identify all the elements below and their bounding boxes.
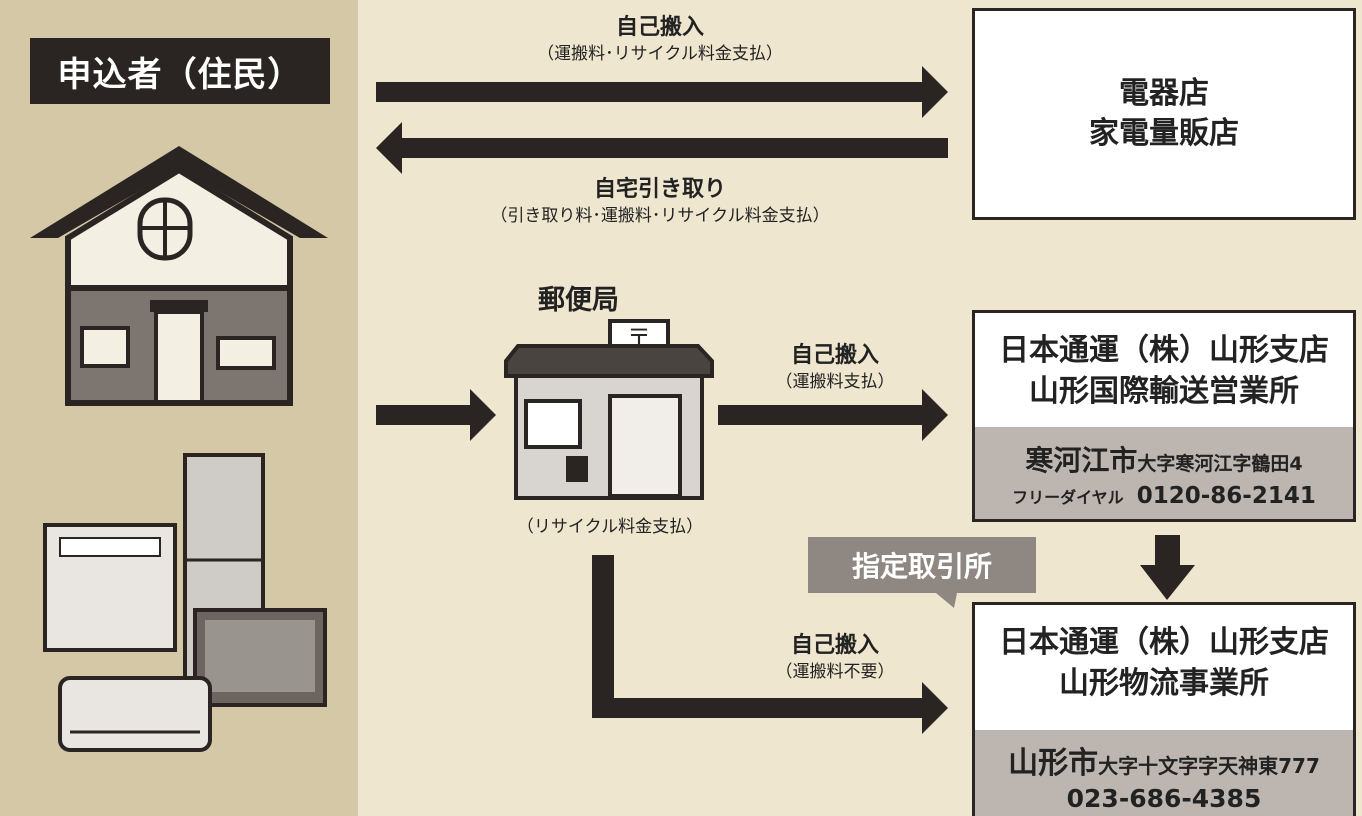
nittsu-kokusai-line2: 山形国際輸送営業所 xyxy=(1029,373,1299,409)
arrow-self-mid xyxy=(718,389,948,441)
nittsu-kokusai-phone-label: フリーダイヤル xyxy=(1012,488,1124,507)
arrow-self-top-label: 自己搬入 （運搬料･リサイクル料金支払） xyxy=(480,14,840,65)
nittsu-kokusai-city: 寒河江市 xyxy=(1025,444,1138,477)
store-line1: 電器店 xyxy=(1119,75,1209,111)
post-office-note: （リサイクル料金支払） xyxy=(516,517,704,537)
arrow-to-post-office xyxy=(376,389,496,441)
resident-label: 申込者（住民） xyxy=(30,38,330,104)
arrow-pickup-sub: （引き取り料･運搬料･リサイクル料金支払） xyxy=(490,205,830,226)
arrow-self-top xyxy=(376,66,948,118)
arrow-pickup-title: 自宅引き取り xyxy=(593,177,726,202)
arrow-self-bottom-sub: （運搬料不要） xyxy=(775,661,895,682)
mailbox-icon xyxy=(566,456,588,482)
store-line2: 家電量販店 xyxy=(1089,116,1239,151)
store-box: 電器店 家電量販店 xyxy=(972,8,1356,220)
arrow-self-mid-title: 自己搬入 xyxy=(790,343,879,368)
arrow-self-top-sub: （運搬料･リサイクル料金支払） xyxy=(537,43,783,64)
arrow-self-bottom-title: 自己搬入 xyxy=(790,633,879,658)
nittsu-butsuryu-address: 大字十文字字天神東777 xyxy=(1098,754,1320,778)
nittsu-butsuryu-city: 山形市 xyxy=(1008,746,1099,781)
nittsu-kokusai-box: 日本通運（株）山形支店 山形国際輸送営業所 寒河江市大字寒河江字鶴田4 フリーダ… xyxy=(972,310,1356,522)
post-office-icon: 〒 xyxy=(504,319,714,500)
arrow-self-mid-sub: （運搬料支払） xyxy=(775,371,895,392)
arrow-self-bottom xyxy=(592,555,948,734)
nittsu-butsuryu-phone: 023-686-4385 xyxy=(1066,784,1262,813)
nittsu-butsuryu-info: 山形市大字十文字字天神東777 023-686-4385 xyxy=(975,730,1353,816)
nittsu-kokusai-info: 寒河江市大字寒河江字鶴田4 フリーダイヤル 0120-86-2141 xyxy=(975,427,1353,519)
arrow-pickup-label: 自宅引き取り （引き取り料･運搬料･リサイクル料金支払） xyxy=(450,176,870,227)
post-office-title: 郵便局 xyxy=(538,285,619,316)
appliances-icon xyxy=(43,453,327,752)
nittsu-kokusai-phone: 0120-86-2141 xyxy=(1136,483,1316,509)
designated-badge: 指定取引所 xyxy=(808,537,1036,593)
arrow-down xyxy=(1140,535,1195,600)
arrow-self-top-title: 自己搬入 xyxy=(615,15,704,40)
nittsu-butsuryu-box: 日本通運（株）山形支店 山形物流事業所 山形市大字十文字字天神東777 023-… xyxy=(972,602,1356,816)
arrow-self-mid-label: 自己搬入 （運搬料支払） xyxy=(740,342,930,393)
nittsu-kokusai-address: 大字寒河江字鶴田4 xyxy=(1137,453,1303,475)
badge-tail xyxy=(930,588,958,608)
house-icon xyxy=(30,146,328,406)
arrow-pickup xyxy=(376,122,948,174)
nittsu-butsuryu-line1: 日本通運（株）山形支店 xyxy=(999,625,1329,660)
nittsu-kokusai-line1: 日本通運（株）山形支店 xyxy=(999,333,1329,368)
arrow-self-bottom-label: 自己搬入 （運搬料不要） xyxy=(740,632,930,683)
nittsu-butsuryu-line2: 山形物流事業所 xyxy=(1059,665,1269,701)
